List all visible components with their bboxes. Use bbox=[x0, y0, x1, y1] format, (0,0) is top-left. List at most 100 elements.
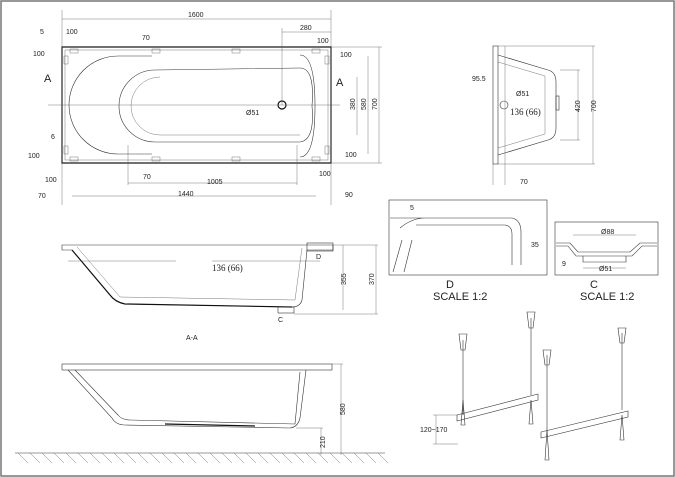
dim-overall-length: 1600 bbox=[188, 12, 204, 19]
end-view: 95.5 Ø51 136 (66) 420 700 70 bbox=[472, 45, 598, 186]
section-marker-c: C bbox=[278, 317, 283, 324]
dim-bottom-1440: 1440 bbox=[178, 191, 194, 198]
section-title: A-A bbox=[186, 335, 198, 342]
dim-d-thickness: 5 bbox=[410, 205, 414, 212]
hatch-stroke bbox=[257, 452, 269, 464]
detail-d-frame bbox=[388, 199, 548, 276]
dim-bottom-70: 70 bbox=[143, 174, 151, 181]
hatch-stroke bbox=[125, 452, 137, 464]
dim-section-depth: 355 bbox=[341, 273, 348, 285]
detail-c-label: C bbox=[590, 279, 598, 291]
section-aa-outline bbox=[61, 244, 334, 308]
dim-right-100-b: 100 bbox=[340, 52, 352, 59]
hatch-stroke bbox=[281, 452, 293, 464]
hatch-stroke bbox=[377, 452, 389, 464]
hatch-stroke bbox=[113, 452, 125, 464]
detail-d: 5 35 D SCALE 1:2 bbox=[388, 199, 548, 303]
hatch-stroke bbox=[29, 452, 41, 464]
dim-d-height: 35 bbox=[531, 242, 539, 249]
dim-drain-offset: 280 bbox=[300, 25, 312, 32]
mounting-pads bbox=[63, 48, 330, 162]
detail-c-callout bbox=[277, 306, 295, 314]
hatch-stroke bbox=[41, 452, 53, 464]
hatch-stroke bbox=[101, 452, 113, 464]
dim-bottom-100: 100 bbox=[45, 177, 57, 184]
hatch-stroke bbox=[53, 452, 65, 464]
dim-end-drain-diameter: Ø51 bbox=[516, 91, 529, 98]
detail-d-callout bbox=[306, 242, 334, 252]
hatch-stroke bbox=[341, 452, 353, 464]
dim-left-100-bottom: 100 bbox=[28, 153, 40, 160]
detail-c-scale: SCALE 1:2 bbox=[580, 291, 634, 303]
dim-end-offset: 95.5 bbox=[472, 76, 486, 83]
elevation-rim bbox=[61, 363, 333, 371]
hatch-stroke bbox=[293, 452, 305, 464]
dim-top-70: 70 bbox=[142, 35, 150, 42]
dim-end-overall: 700 bbox=[591, 100, 598, 112]
dim-rim-5: 5 bbox=[40, 29, 44, 36]
detail-d-scale: SCALE 1:2 bbox=[433, 291, 487, 303]
detail-d-label: D bbox=[446, 279, 454, 291]
section-marker-d: D bbox=[316, 254, 321, 261]
hatch-stroke bbox=[89, 452, 101, 464]
hatch-stroke bbox=[317, 452, 329, 464]
section-volume: 136 (66) bbox=[212, 263, 243, 273]
elevation-outline bbox=[67, 369, 307, 429]
tub-basin-outline bbox=[118, 67, 313, 143]
dim-right-100-c: 100 bbox=[345, 152, 357, 159]
hatch-stroke bbox=[137, 452, 149, 464]
dim-drain-diameter: Ø51 bbox=[246, 110, 259, 117]
hatch-stroke bbox=[305, 452, 317, 464]
hatch-stroke bbox=[353, 452, 365, 464]
dim-inner-580: 580 bbox=[361, 98, 368, 110]
section-aa: 136 (66) D C 355 370 A-A bbox=[61, 242, 378, 342]
dim-c-inner-diameter: Ø51 bbox=[599, 266, 612, 273]
hatch-stroke bbox=[197, 452, 209, 464]
side-elevation: 580 210 bbox=[15, 363, 389, 464]
end-view-outline bbox=[497, 54, 557, 156]
hatch-stroke bbox=[65, 452, 77, 464]
dim-bottom-left-70: 70 bbox=[38, 193, 46, 200]
hatch-stroke bbox=[329, 452, 341, 464]
hatch-stroke bbox=[185, 452, 197, 464]
floor-hatch bbox=[17, 452, 389, 464]
dim-right-100-d: 100 bbox=[319, 171, 331, 178]
hatch-stroke bbox=[161, 452, 173, 464]
hatch-stroke bbox=[173, 452, 185, 464]
hatch-stroke bbox=[17, 452, 29, 464]
dim-floor-clearance: 210 bbox=[320, 436, 327, 448]
dim-end-bottom-70: 70 bbox=[520, 179, 528, 186]
section-marker-left: A bbox=[44, 73, 52, 85]
dim-right-100-a: 100 bbox=[317, 38, 329, 45]
hatch-stroke bbox=[77, 452, 89, 464]
dim-c-outer-diameter: Ø88 bbox=[601, 229, 614, 236]
dim-bottom-1005: 1005 bbox=[207, 179, 223, 186]
plan-view: 1600 280 5 100 70 100 100 100 A A 380 58… bbox=[28, 10, 382, 205]
dim-left-100-top: 100 bbox=[33, 51, 45, 58]
hatch-stroke bbox=[221, 452, 233, 464]
dim-section-height: 370 bbox=[369, 273, 376, 285]
hatch-stroke bbox=[269, 452, 281, 464]
dim-end-inner: 420 bbox=[575, 100, 582, 112]
detail-c-frame bbox=[554, 221, 659, 276]
dim-left-6: 6 bbox=[51, 134, 55, 141]
hatch-stroke bbox=[233, 452, 245, 464]
dim-c-thickness: 9 bbox=[562, 261, 566, 268]
section-marker-right: A bbox=[336, 77, 344, 89]
detail-c: Ø88 9 Ø51 C SCALE 1:2 bbox=[554, 221, 659, 303]
dim-elevation-height: 580 bbox=[340, 403, 347, 415]
overflow-drain-icon bbox=[499, 100, 509, 110]
hatch-stroke bbox=[209, 452, 221, 464]
support-legs: 120~170 bbox=[420, 311, 629, 461]
end-view-volume: 136 (66) bbox=[510, 107, 541, 117]
dim-overall-width: 700 bbox=[372, 98, 379, 110]
dim-inner-380: 380 bbox=[350, 98, 357, 110]
hatch-stroke bbox=[245, 452, 257, 464]
hatch-stroke bbox=[149, 452, 161, 464]
hatch-stroke bbox=[365, 452, 377, 464]
dim-top-100: 100 bbox=[66, 29, 78, 36]
dim-leg-adjust-range: 120~170 bbox=[420, 427, 448, 434]
